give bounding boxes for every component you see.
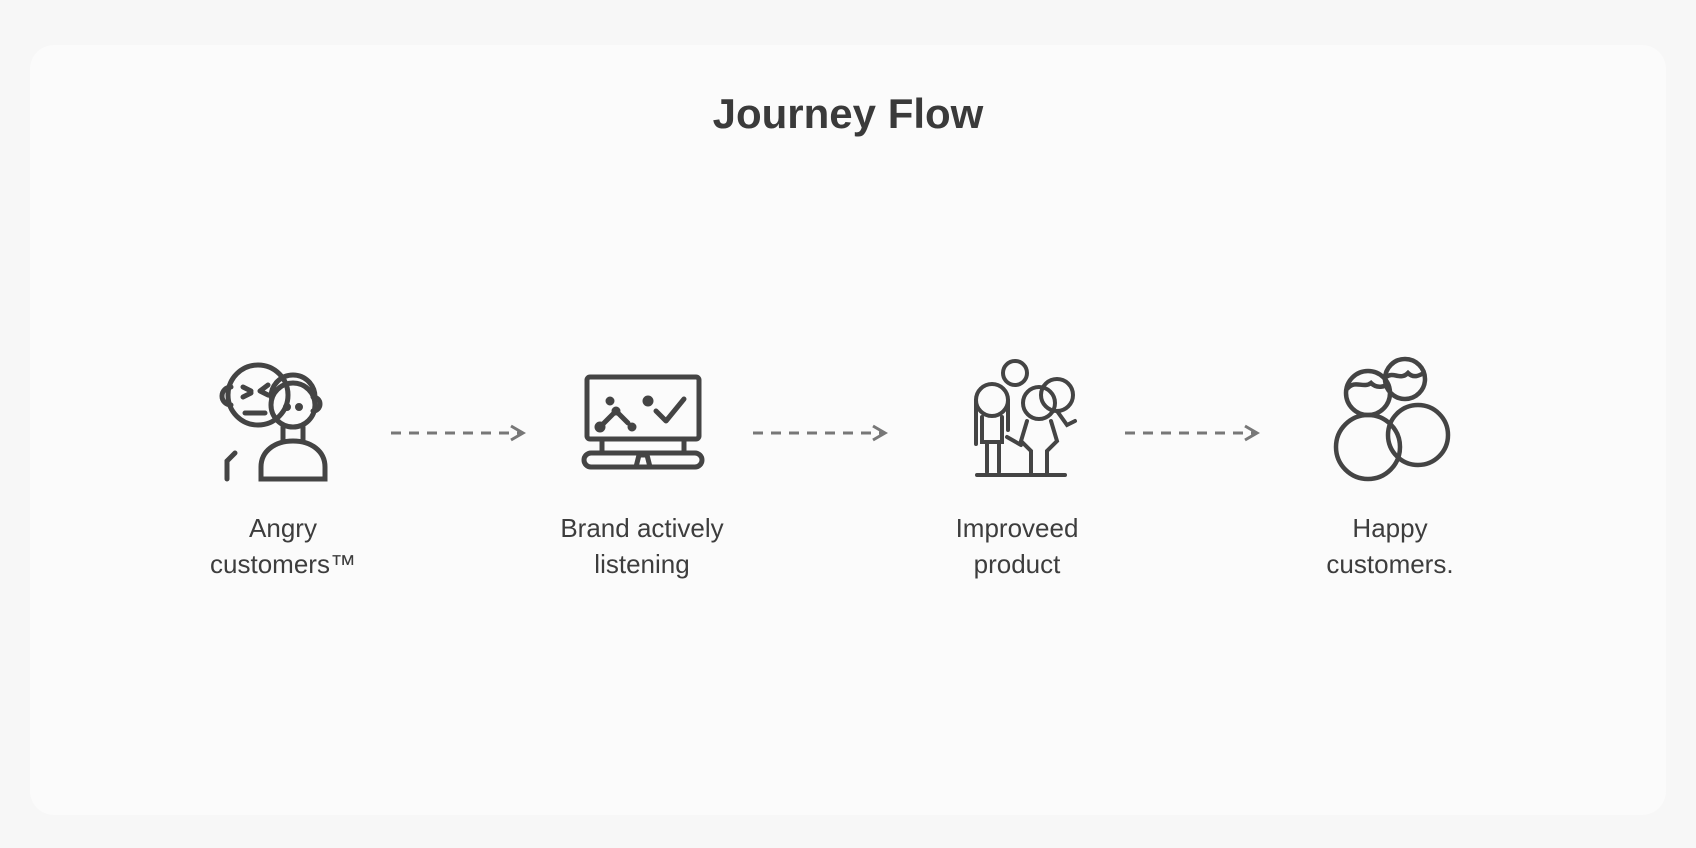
- group-people-icon: [974, 359, 1077, 477]
- step-label-line1: Happy: [1352, 513, 1428, 543]
- angry-customers-icon: [219, 362, 328, 482]
- dashed-arrow-1: [391, 424, 526, 442]
- step-label-line2: product: [973, 549, 1061, 579]
- step-label-line2: listening: [594, 549, 690, 579]
- step-label-line2: customers™: [210, 549, 356, 579]
- step-brand-listening: Brand actively listening: [512, 355, 772, 582]
- dashed-arrow-2: [753, 424, 888, 442]
- step-improved-product: Improveed product: [887, 355, 1147, 582]
- step-label-line1: Angry: [249, 513, 317, 543]
- step-label-line2: customers.: [1326, 549, 1454, 579]
- happy-customers-icon: [1333, 356, 1451, 482]
- step-happy-customers: Happy customers.: [1260, 355, 1520, 582]
- page-title: Journey Flow: [712, 90, 984, 137]
- dashed-arrow-3: [1125, 424, 1260, 442]
- step-angry-customers: Angry customers™: [153, 355, 413, 582]
- monitor-analytics-icon: [581, 374, 705, 470]
- step-label-line1: Brand actively: [560, 513, 724, 543]
- step-label-line1: Improveed: [955, 513, 1079, 543]
